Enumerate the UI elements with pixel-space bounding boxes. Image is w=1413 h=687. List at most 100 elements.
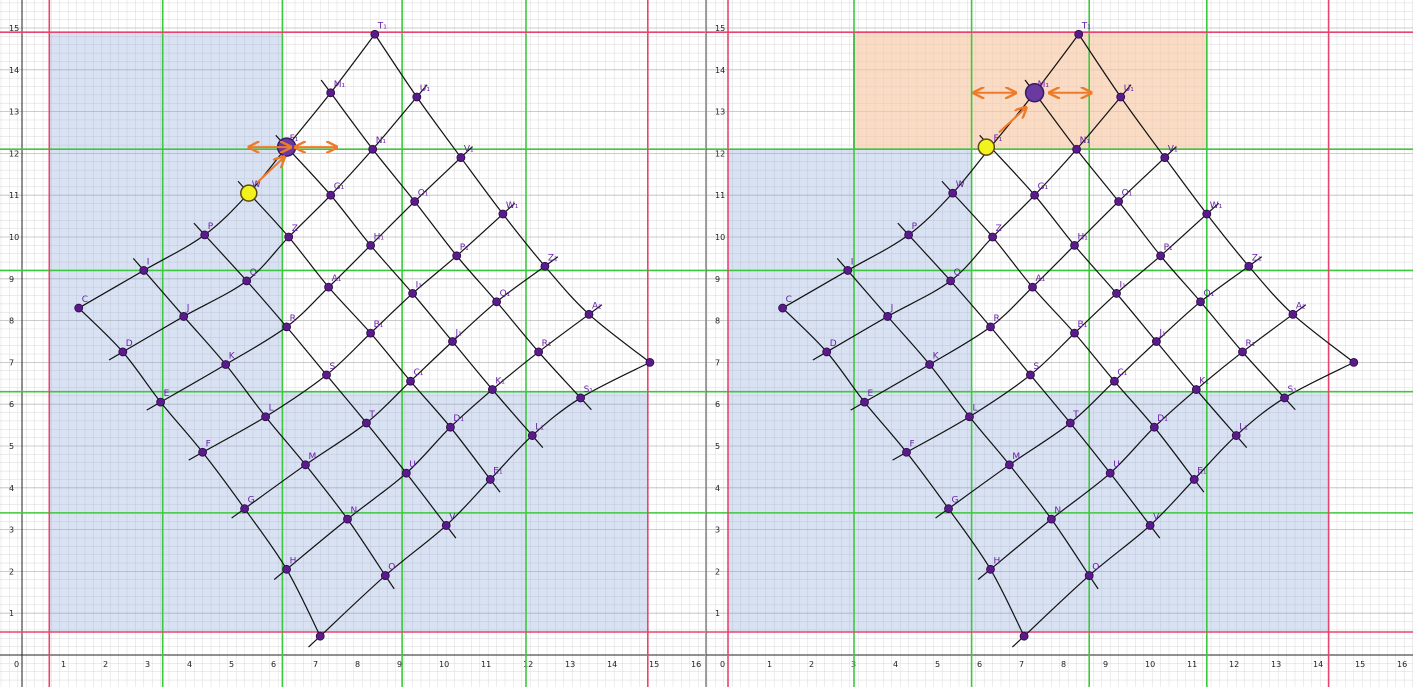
shaded-region-blue	[49, 391, 648, 633]
point-label: N₁	[376, 136, 387, 146]
mesh-point	[1244, 261, 1254, 271]
point-label: I₁	[1120, 280, 1127, 290]
shaded-region-blue	[49, 32, 283, 392]
y-tick-label: 6	[9, 400, 14, 409]
mesh-point	[492, 297, 502, 307]
point-label: W	[956, 180, 965, 190]
mesh-point	[156, 397, 166, 407]
mesh-point	[1030, 190, 1039, 200]
mesh-point	[485, 475, 495, 484]
highlight-point-yellow	[240, 184, 258, 202]
point-label: N	[1054, 506, 1061, 516]
panel-2: 0123456789101112131415161234567891011121…	[706, 0, 1413, 687]
point-label: P	[208, 222, 214, 232]
mesh-point	[1231, 431, 1241, 440]
mesh-point	[456, 153, 466, 162]
grid	[0, 0, 705, 687]
point-label: Q	[250, 268, 257, 278]
point-label: E₁	[1197, 466, 1207, 476]
mesh-point	[1349, 357, 1359, 367]
point-label: S₁	[1288, 385, 1298, 395]
mesh-point	[1110, 376, 1119, 386]
y-tick-label: 7	[715, 358, 720, 367]
mesh-point	[1116, 92, 1126, 102]
mesh-point	[1028, 282, 1037, 292]
mesh-point	[284, 232, 294, 242]
point-label: H₁	[1078, 232, 1089, 242]
y-tick-label: 7	[9, 358, 14, 367]
mesh-point	[860, 397, 869, 407]
mesh-point	[965, 412, 974, 422]
mesh-point	[343, 514, 352, 524]
point-label: F	[910, 439, 915, 449]
point-label: C	[786, 295, 792, 305]
highlight-point-purple	[1024, 83, 1045, 103]
point-label: D	[830, 339, 837, 349]
mesh-point	[988, 232, 997, 242]
highlight-point-yellow	[977, 138, 996, 156]
mesh-point	[261, 412, 271, 422]
point-label: R	[290, 314, 296, 324]
point-label: G	[248, 496, 255, 506]
mesh-point	[1114, 197, 1123, 206]
point-label: P₁	[1164, 243, 1173, 253]
mesh-point	[1026, 370, 1035, 380]
mesh-point	[1072, 144, 1081, 154]
point-label: Z₁	[548, 253, 558, 263]
mesh-point	[1189, 475, 1199, 484]
x-tick-label: 15	[649, 660, 659, 669]
point-label: I₁	[416, 280, 423, 290]
x-tick-label: 2	[809, 660, 814, 669]
mesh-point	[118, 347, 128, 357]
y-tick-label: 5	[715, 442, 720, 451]
x-tick-label: 14	[1313, 660, 1323, 669]
point-label: C	[82, 295, 88, 305]
y-tick-label: 15	[9, 24, 19, 33]
mesh-point	[1156, 251, 1165, 261]
mesh-point	[883, 312, 892, 321]
mesh-point	[179, 312, 189, 321]
mesh-point	[1074, 29, 1084, 39]
mesh-point	[452, 251, 462, 261]
mesh-point	[380, 571, 390, 580]
point-label: J₁	[455, 329, 463, 339]
point-label: K₁	[1199, 377, 1209, 387]
mesh-point	[139, 266, 149, 275]
point-label: H₁	[374, 232, 385, 242]
y-tick-label: 6	[715, 400, 720, 409]
point-label: Q₁	[1204, 289, 1215, 299]
mesh-point	[368, 144, 378, 154]
point-label: O₁	[1122, 188, 1133, 198]
point-label: G	[952, 496, 959, 506]
point-label: K	[229, 351, 236, 361]
mesh-point	[282, 564, 292, 574]
mesh-point	[1084, 571, 1094, 580]
y-tick-label: 1	[715, 609, 720, 618]
point-label: G₁	[1038, 182, 1049, 192]
mesh-point	[445, 422, 455, 432]
x-tick-label: 9	[397, 660, 402, 669]
mesh-point	[200, 230, 210, 240]
x-tick-label: 10	[1145, 660, 1155, 669]
point-label: V₁	[464, 145, 474, 155]
point-label: A₂	[592, 301, 602, 311]
mesh-point	[645, 357, 655, 367]
y-tick-label: 11	[715, 191, 725, 200]
point-label: U	[1113, 460, 1120, 470]
mesh-point	[1152, 337, 1161, 346]
grid	[706, 0, 1413, 687]
point-label: U₁	[1124, 84, 1135, 94]
mesh-point	[1288, 309, 1298, 319]
y-tick-label: 14	[9, 66, 19, 75]
point-label: B₁	[1078, 320, 1088, 330]
point-label: N₁	[1080, 136, 1091, 146]
x-tick-label: 13	[565, 660, 575, 669]
point-label: D	[126, 339, 133, 349]
point-label: U₁	[420, 84, 431, 94]
mesh-point	[822, 347, 832, 357]
y-tick-label: 13	[9, 108, 19, 117]
x-tick-label: 9	[1103, 660, 1108, 669]
point-label: Q	[954, 268, 961, 278]
mesh-points: CDEFGHIJKLMNOPQRSTUVWZA₁B₁C₁D₁E₁F₁G₁H₁I₁…	[74, 21, 655, 641]
